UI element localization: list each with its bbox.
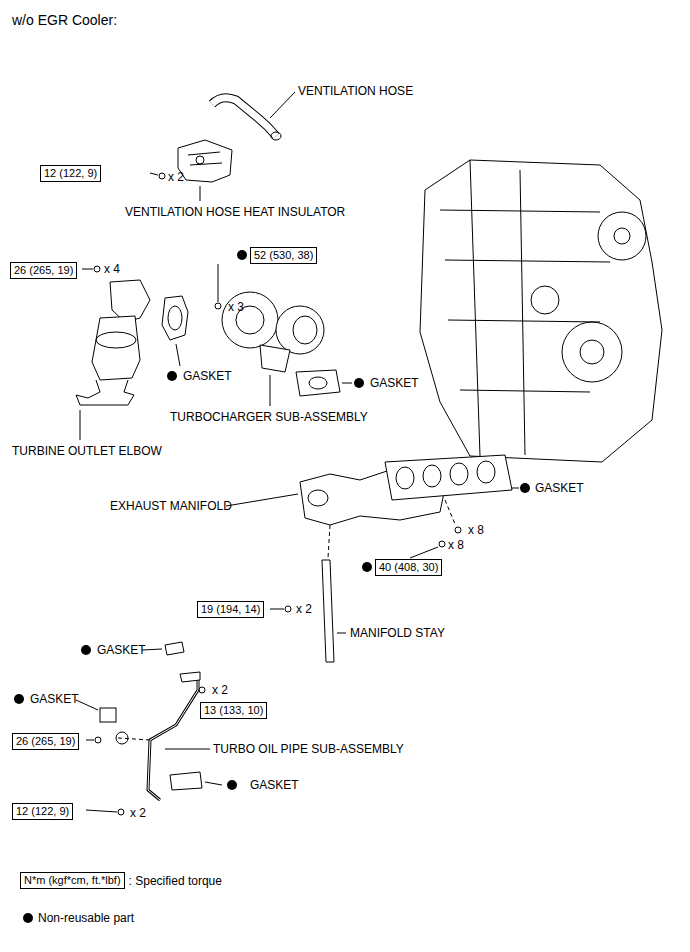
diagram-title: w/o EGR Cooler: [12,12,117,28]
torque-value: 26 (265, 19) [14,264,73,276]
part-label: GASKET [250,778,299,792]
torque-value: 52 (530, 38) [254,249,313,261]
part-label: VENTILATION HOSE [298,84,413,98]
torque-box: 26 (265, 19) [10,262,77,279]
torque-box: N*m (kgf*cm, ft.*lbf) [20,872,125,889]
torque-box: 12 (122, 9) [12,803,73,820]
part-label: GASKET [535,481,584,495]
part-label: x 2 [296,602,312,616]
part-label: GASKET [97,643,146,657]
legend-text: Non-reusable part [38,911,134,925]
part-label: x 8 [468,523,484,537]
torque-box: 19 (194, 14) [197,601,264,618]
part-label: x 3 [228,300,244,314]
torque-value: 19 (194, 14) [201,603,260,615]
torque-value: 13 (133, 10) [204,704,263,716]
part-label: MANIFOLD STAY [350,626,445,640]
part-label: EXHAUST MANIFOLD [110,499,232,513]
torque-value: 40 (408, 30) [379,561,438,573]
torque-value: 26 (265, 19) [16,735,75,747]
torque-value: 12 (122, 9) [44,167,97,179]
torque-value: 12 (122, 9) [16,805,69,817]
torque-box: 40 (408, 30) [375,559,442,576]
part-label: GASKET [183,369,232,383]
part-label: TURBINE OUTLET ELBOW [12,444,162,458]
part-label: x 4 [104,262,120,276]
part-label: GASKET [30,692,79,706]
part-label: x 8 [448,538,464,552]
torque-box: 26 (265, 19) [12,733,79,750]
part-label: TURBO OIL PIPE SUB-ASSEMBLY [213,742,404,756]
part-label: x 2 [130,806,146,820]
part-label: x 2 [212,683,228,697]
part-label: TURBOCHARGER SUB-ASSEMBLY [170,410,368,424]
legend-text: : Specified torque [129,874,222,888]
torque-box: 12 (122, 9) [40,165,101,182]
part-label: VENTILATION HOSE HEAT INSULATOR [125,205,345,219]
torque-value: N*m (kgf*cm, ft.*lbf) [24,874,121,886]
torque-box: 52 (530, 38) [250,247,317,264]
torque-box: 13 (133, 10) [200,702,267,719]
part-label: GASKET [370,376,419,390]
part-label: x 2 [168,170,184,184]
